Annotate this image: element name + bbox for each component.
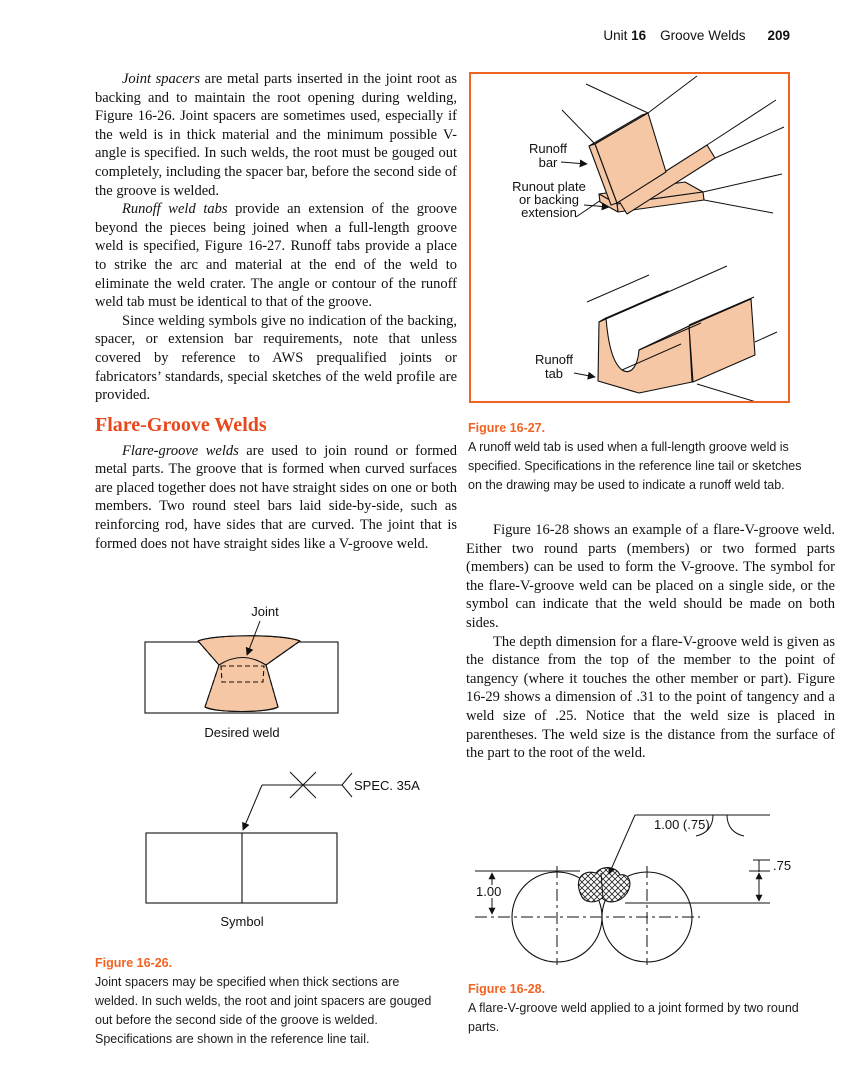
tab-end-face-with-u-groove (597, 317, 693, 394)
text-runoff-tabs: provide an extension of the groove beyon… (95, 201, 457, 311)
weld-seam-line (600, 872, 604, 899)
runoff-bar-illustration: Runoff bar Runout plate or backing exten… (512, 75, 785, 220)
figure-28-drawing: 1.00 (.75) 1.00 .75 (473, 814, 791, 965)
figure-27-drawing: Runoff bar Runout plate or backing exten… (512, 75, 785, 401)
figure-26-caption: Figure 16-26. Joint spacers may be speci… (95, 954, 439, 1049)
weld-symbol-drawing: SPEC. 35A Symbol (145, 771, 420, 929)
section-heading: Flare-Groove Welds (95, 413, 267, 436)
paragraph-flare-groove: Flare-groove welds are used to join roun… (95, 442, 457, 554)
runout-plate-arrow (583, 202, 610, 211)
reference-tail (341, 772, 353, 798)
runout-plate-label-line3: extension (521, 205, 577, 220)
text-flare-groove: are used to join round or formed metal p… (95, 442, 457, 552)
left-column: Joint spacers are metal parts inserted i… (95, 70, 457, 553)
figure-27-caption-title: Figure 16-27. (468, 421, 546, 435)
joint-arrow (245, 620, 261, 656)
figure-28-caption-title: Figure 16-28. (468, 982, 546, 996)
spec-label: SPEC. 35A (354, 778, 420, 793)
runoff-tab-illustration: Runoff tab (535, 265, 778, 401)
paragraph-runoff-tabs: Runoff weld tabs provide an extension of… (95, 200, 457, 312)
unit-label: Unit (603, 28, 628, 43)
groove-depth-lines (621, 322, 702, 371)
flare-v-symbol (695, 814, 745, 837)
height-dim-text-bg (473, 885, 505, 898)
runout-plate-label-line1: Runout plate (512, 179, 586, 194)
joint-root-arc (218, 656, 267, 666)
page-header: Unit 16 Groove Welds 209 (603, 28, 790, 43)
top-weld-bead (197, 635, 301, 642)
weld-silhouette (197, 635, 301, 712)
paragraph-welding-symbols: Since welding symbols give no indication… (95, 312, 457, 405)
weld-callout-label: 1.00 (.75) (654, 817, 710, 832)
leader-arrow (242, 784, 263, 831)
spacer-bar-dashed (220, 665, 265, 683)
right-groove-plate (618, 144, 716, 215)
unit-number: 16 (631, 28, 647, 43)
lead-runoff-tabs: Runoff weld tabs (122, 201, 228, 218)
section-title: Groove Welds (660, 28, 746, 43)
joint-label: Joint (251, 604, 279, 619)
centerlines (475, 866, 700, 965)
desired-weld-label: Desired weld (204, 725, 279, 740)
tab-left-rim (598, 290, 669, 323)
workpiece-extension-lines (561, 75, 785, 218)
size-dim-bracket (753, 859, 770, 872)
paragraph-joint-spacers: Joint spacers are metal parts inserted i… (95, 70, 457, 200)
text-joint-spacers: are metal parts inserted in the joint ro… (95, 71, 457, 199)
figure-26-caption-title: Figure 16-26. (95, 956, 173, 970)
runout-plate-label-line2: or backing (519, 192, 579, 207)
bottom-weld-bead (204, 706, 279, 712)
page-number: 209 (767, 28, 790, 43)
runoff-bar-face (594, 112, 667, 204)
weld-leader-arrow (608, 814, 636, 875)
desired-weld-drawing: Joint Desired weld (144, 604, 339, 740)
figure-28-caption: Figure 16-28. A flare-V-groove weld appl… (468, 980, 806, 1037)
lead-joint-spacers: Joint spacers (122, 71, 200, 87)
figure-27-caption-text: A runoff weld tab is used when a full-le… (468, 440, 802, 492)
text-depth-dimension: The depth dimension for a flare-V-groove… (466, 633, 835, 762)
figure-27-box: Runoff bar Runout plate or backing exten… (469, 72, 790, 403)
height-dim-label: 1.00 (476, 884, 501, 899)
double-v-symbol (289, 771, 317, 799)
text-welding-symbols: Since welding symbols give no indication… (95, 312, 457, 404)
paragraph-figure-28: Figure 16-28 shows an example of a flare… (466, 521, 835, 633)
size-dim-label: .75 (773, 858, 791, 873)
runoff-bar-label-line2: bar (539, 155, 558, 170)
groove-edges-dashed (197, 640, 301, 708)
runoff-bar-label-line1: Runoff (529, 141, 567, 156)
figure-27-caption: Figure 16-27. A runoff weld tab is used … (468, 419, 806, 495)
figure-26-caption-text: Joint spacers may be specified when thic… (95, 975, 432, 1046)
runoff-tab-arrow (573, 371, 596, 380)
symbol-label: Symbol (220, 914, 263, 929)
figure-26-drawing: Joint Desired weld SPEC. 35A Symbol (144, 604, 420, 929)
lead-flare-groove: Flare-groove welds (122, 442, 239, 459)
flare-v-weld (577, 867, 631, 903)
right-column: Figure 16-28 shows an example of a flare… (466, 521, 835, 763)
paragraph-depth-dimension: The depth dimension for a flare-V-groove… (466, 633, 835, 763)
figure-28-caption-text: A flare-V-groove weld applied to a joint… (468, 1001, 799, 1034)
runoff-tab-label-line1: Runoff (535, 352, 573, 367)
tab-side-face (688, 298, 756, 383)
runoff-tab-label-line2: tab (545, 366, 563, 381)
runoff-bar-arrow (560, 159, 588, 168)
tab-extension-lines (586, 265, 778, 401)
text-figure-28: Figure 16-28 shows an example of a flare… (466, 522, 835, 631)
